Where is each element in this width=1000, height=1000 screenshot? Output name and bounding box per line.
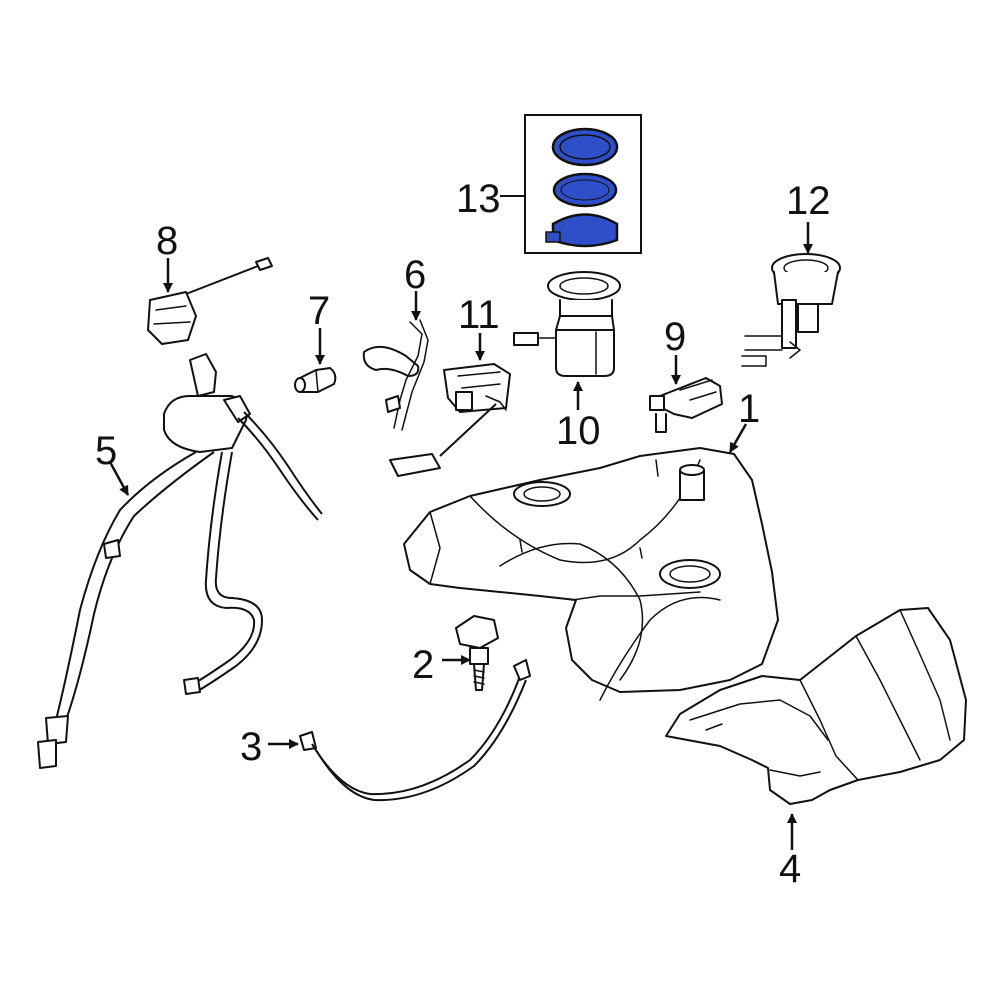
part-9-sensor[interactable] [649,377,723,433]
callout-9: 9 [664,315,686,359]
part-10-fuel-pump[interactable] [513,271,621,377]
part-12-fuel-sender[interactable] [741,253,841,367]
callout-5: 5 [95,429,117,473]
arrow-1 [728,423,748,453]
part-3-line[interactable] [299,659,531,802]
part-8-filler-cap[interactable] [147,257,273,345]
callout-11: 11 [458,293,500,337]
callout-4: 4 [779,847,801,891]
callout-7: 7 [308,289,330,333]
part-11-level-sensor[interactable] [389,363,511,477]
callout-12: 12 [786,179,831,223]
part-1-fuel-tank[interactable] [403,447,779,701]
callout-10: 10 [556,409,601,453]
callout-3: 3 [240,725,262,769]
part-7-valve[interactable] [294,367,337,393]
callout-13: 13 [456,177,501,221]
callout-6: 6 [404,253,426,297]
part-2-bolt[interactable] [455,615,499,691]
part-13-seal-kit[interactable] [524,114,642,254]
callout-1: 1 [738,387,760,431]
part-6-bracket[interactable] [362,319,429,431]
arrow-5 [108,461,130,496]
part-5-filler-neck[interactable] [37,353,323,769]
callout-8: 8 [156,219,178,263]
part-4-heat-shield[interactable] [665,607,967,805]
callout-2: 2 [412,643,434,687]
